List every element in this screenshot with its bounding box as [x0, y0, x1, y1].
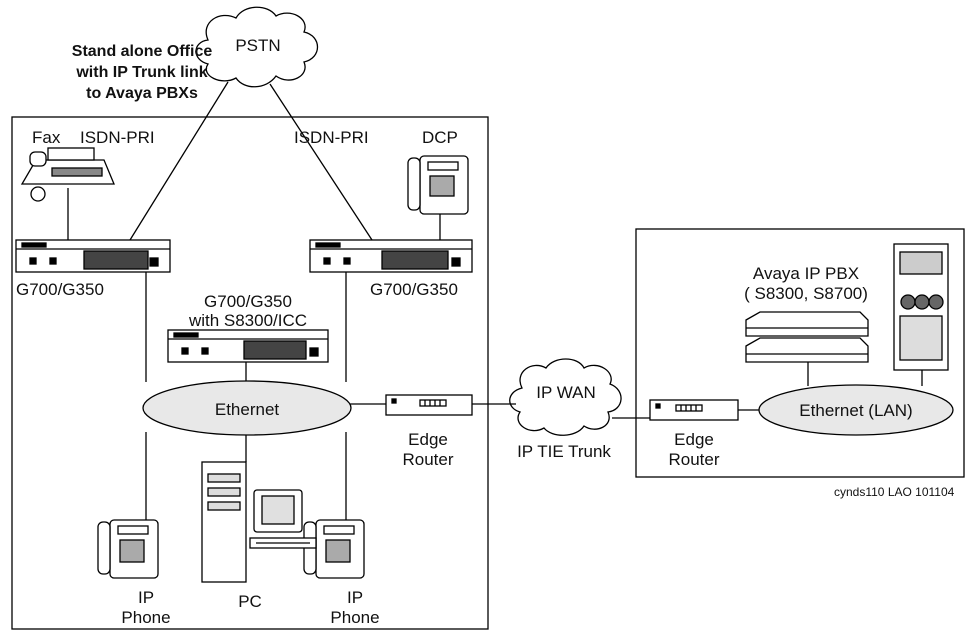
- remote-site-box: [635, 228, 965, 478]
- gateway-center-device: [167, 329, 329, 363]
- office-site-box: [11, 116, 489, 630]
- diagram-title-line3: to Avaya PBXs: [86, 85, 198, 102]
- edge-router-office-label-line1: Edge: [408, 430, 448, 449]
- edge-router-office-label-line2: Router: [402, 450, 454, 469]
- edge-router-remote-label-line2: Router: [668, 450, 720, 469]
- fax-machine-icon: [20, 147, 115, 202]
- pc-label: PC: [238, 592, 262, 611]
- pc-icon: [201, 461, 317, 583]
- gateway-right-device: [309, 239, 473, 273]
- pbx-label-line2: ( S8300, S8700): [744, 284, 868, 303]
- gateway-center-label-line2: with S8300/ICC: [188, 311, 308, 330]
- ip-phone-left-label-line1: IP: [137, 588, 155, 607]
- gateway-center-label-line1: G700/G350: [204, 292, 292, 311]
- dcp-label: DCP: [422, 128, 458, 147]
- pstn-label: PSTN: [235, 36, 281, 55]
- server-rack-icon: [893, 243, 949, 371]
- ethernet-ellipse: [142, 380, 352, 436]
- gateway-left-label: G700/G350: [16, 280, 104, 299]
- pbx-label-line1: Avaya IP PBX: [752, 264, 860, 283]
- ip-phone-left-label-line2: Phone: [121, 608, 171, 627]
- edge-router-remote-label-line1: Edge: [674, 430, 714, 449]
- edge-router-remote: [649, 399, 739, 421]
- dcp-phone-icon: [407, 155, 469, 215]
- ethernet-label: Ethernet: [214, 400, 280, 419]
- ethernet-lan-ellipse: [758, 384, 954, 436]
- ip-tie-trunk-label: IP TIE Trunk: [517, 442, 611, 461]
- diagram-title-line2: with IP Trunk link: [76, 64, 208, 81]
- isdn-pri-left-label: ISDN-PRI: [80, 128, 155, 147]
- fax-label: Fax: [32, 128, 61, 147]
- ip-phone-left-icon: [97, 519, 159, 579]
- gateway-right-label: G700/G350: [370, 280, 458, 299]
- ip-wan-label: IP WAN: [536, 383, 596, 402]
- pstn-cloud: [195, 6, 319, 88]
- pbx-server-icon: [745, 311, 869, 363]
- ip-phone-right-label-line1: IP: [346, 588, 364, 607]
- ip-phone-right-icon: [303, 519, 365, 579]
- ip-phone-right-label-line2: Phone: [330, 608, 380, 627]
- ip-wan-cloud: [509, 358, 622, 436]
- edge-router-office: [385, 394, 473, 416]
- isdn-pri-left-line: [129, 81, 229, 241]
- isdn-pri-right-label: ISDN-PRI: [294, 128, 369, 147]
- diagram-title-line1: Stand alone Office: [71, 43, 213, 60]
- gateway-left-device: [15, 239, 171, 273]
- isdn-pri-right-line: [269, 83, 373, 241]
- figure-id: cynds110 LAO 101104: [834, 485, 955, 499]
- ethernet-lan-label: Ethernet (LAN): [799, 401, 913, 420]
